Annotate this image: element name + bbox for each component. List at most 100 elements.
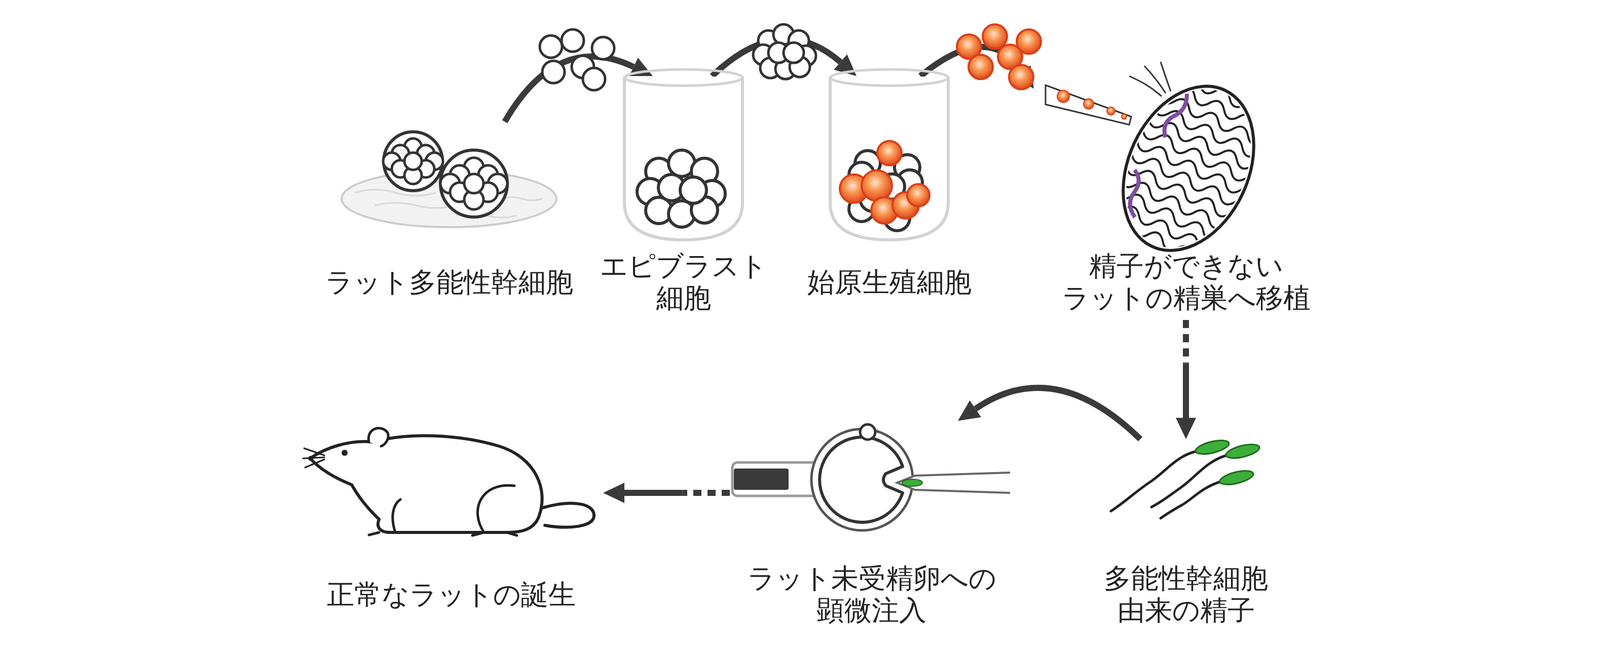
micro-pipette [902,478,923,487]
culture-tube [830,76,949,240]
spacer [729,420,1014,563]
injection-pipette [1045,85,1132,125]
moving-germ-cells [1009,64,1034,90]
step-caption: ラット多能性幹細胞 [325,266,574,299]
micro-pipette [897,472,1011,493]
arrow-line [624,489,683,496]
efferent-ducts [1160,61,1171,92]
sperm [1110,437,1261,518]
culture-tube [830,69,949,86]
holding-pipette [733,468,789,490]
arrow-head [603,482,625,503]
testis [1097,64,1280,272]
rat [341,449,348,456]
rat [368,427,389,446]
step-caption: 正常なラットの誕生 [326,578,576,611]
moving-cells [542,60,565,84]
flow-arrow [957,387,1141,439]
moving-cells [582,67,606,91]
rat [310,435,543,533]
sperm [1224,441,1261,461]
step-node: エピブラスト 細胞 [593,76,774,320]
efferent-ducts [1144,65,1166,94]
testis [1126,118,1263,191]
injection-pipette [1083,98,1094,109]
testis [1109,154,1247,227]
epiblast-aggregate [680,176,707,204]
flow-arrow [603,482,730,503]
germ-cell-aggregate [907,183,930,207]
testis [1160,91,1190,140]
holding-pipette [732,462,819,496]
sperm [1194,437,1261,488]
rat [392,499,401,533]
sperm [1194,437,1231,457]
germ-cell-aggregate [877,140,902,166]
step-caption: 精子ができない ラットの精巣へ移植 [1061,249,1311,314]
arrow-dashed-line [682,489,730,496]
moving-aggregate [783,42,804,63]
step-node: 精子ができない ラットの精巣へ移植 [1033,70,1338,320]
arrow-head [957,400,982,421]
injection-pipette [1106,106,1115,116]
moving-cells [539,35,563,58]
testis [1097,64,1280,272]
efferent-ducts [1129,61,1171,97]
efferent-ducts [1129,76,1162,97]
step-node: ラット未受精卵への 顕微注入 [729,420,1014,632]
injection-pipette [1121,114,1127,120]
moving-aggregate [753,24,816,80]
rat [368,532,517,536]
step-caption: 始原生殖細胞 [807,266,972,299]
sperm [1110,451,1227,518]
spacer [1033,70,1338,250]
step-node: 正常なラットの誕生 [299,430,604,617]
spacer [593,76,774,250]
step-caption: 多能性幹細胞 由来の精子 [1103,562,1269,626]
spacer [1084,438,1288,563]
moving-cells [591,36,615,60]
moving-germ-cells [968,54,993,80]
germ-cell-aggregate [839,140,930,231]
sperm [1160,481,1221,518]
testis [1148,70,1286,143]
testis [1098,177,1236,250]
epiblast-aggregate [637,150,726,228]
step-node: 多能性幹細胞 由来の精子 [1084,438,1288,632]
stem-cell-colony [440,150,508,217]
stem-cell-colony [404,152,422,170]
spacer [299,430,604,579]
moving-cells [561,29,584,52]
culture-tube [624,69,743,86]
stem-cell-colony [383,131,508,217]
rat [303,448,325,468]
injection-pipette [1045,85,1132,125]
germ-cell-aggregate [839,140,930,224]
moving-germ-cells [982,24,1008,49]
testis [1114,142,1252,215]
injection-pipette [1057,90,1127,120]
oocyte [819,436,903,523]
arrow-line [1182,363,1189,418]
step-caption: エピブラスト 細胞 [600,249,768,314]
flow-arrow [1175,319,1197,439]
culture-tube [624,76,743,240]
rat [537,503,594,528]
germ-cell-aggregate [861,170,892,201]
spacer [801,76,978,267]
spacer [319,121,580,267]
oocyte [860,424,876,440]
rat [303,427,594,536]
testis [1120,130,1258,203]
injection-pipette [1057,90,1070,103]
testis [1085,58,1291,278]
sperm [1218,467,1255,488]
testis [1142,82,1280,155]
arrow-head [1175,417,1197,439]
culture-tube [830,69,949,240]
arrow-line [504,56,634,122]
holding-pipette [732,462,819,496]
